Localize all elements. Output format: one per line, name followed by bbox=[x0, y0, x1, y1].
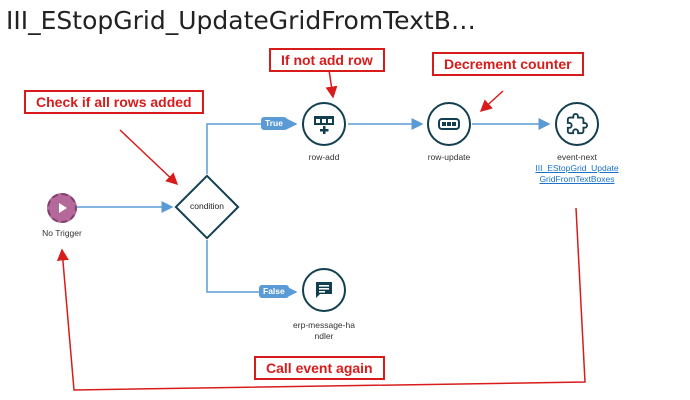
event-next-link[interactable]: III_EStopGrid_UpdateGridFromTextBoxes bbox=[535, 163, 619, 184]
trigger-label: No Trigger bbox=[42, 228, 82, 238]
annotation-decrement-counter: Decrement counter bbox=[432, 52, 584, 76]
page-title: III_EStopGrid_UpdateGridFromTextB… bbox=[6, 6, 476, 35]
row-update-label: row-update bbox=[427, 152, 471, 162]
erp-message-handler-label: erp-message-handler bbox=[293, 320, 355, 341]
annot-arrow-loop-back bbox=[56, 207, 586, 391]
annot-arrow-check-rows bbox=[119, 129, 179, 186]
true-branch-badge: True bbox=[261, 117, 287, 130]
play-icon bbox=[59, 203, 67, 213]
progress-bar-icon bbox=[438, 118, 460, 130]
event-next-node[interactable] bbox=[555, 102, 599, 146]
table-add-row-icon bbox=[314, 116, 334, 134]
puzzle-icon bbox=[566, 113, 588, 135]
event-next-label: event-next bbox=[557, 152, 597, 162]
row-update-node[interactable] bbox=[427, 102, 471, 146]
annotation-call-event-again: Call event again bbox=[254, 356, 385, 380]
false-branch-badge: False bbox=[259, 285, 289, 298]
annotation-if-not-add-row: If not add row bbox=[269, 48, 385, 72]
annot-arrow-decrement bbox=[479, 90, 504, 113]
erp-message-handler-node[interactable] bbox=[302, 268, 346, 312]
connector-condition-row-add bbox=[206, 118, 298, 174]
annotation-check-rows: Check if all rows added bbox=[24, 90, 204, 114]
message-icon bbox=[316, 282, 332, 298]
annot-arrow-if-not-add-row bbox=[325, 69, 338, 99]
trigger-node[interactable] bbox=[47, 193, 77, 223]
row-add-label: row-add bbox=[308, 152, 340, 162]
row-add-node[interactable] bbox=[302, 102, 346, 146]
condition-label: condition bbox=[189, 201, 225, 211]
